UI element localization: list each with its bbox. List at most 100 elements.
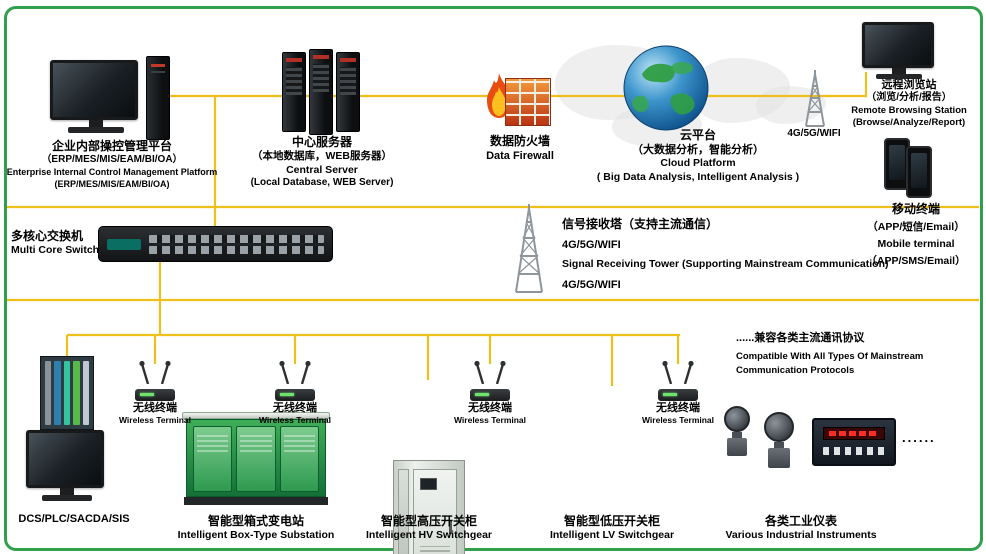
enterprise-label-en: Enterprise Internal Control Management P… (6, 167, 218, 178)
compat-zh: ......兼容各类主流通讯协议 (736, 332, 865, 344)
server-tower-icon (336, 52, 360, 132)
firewall-label-zh: 数据防火墙 (489, 134, 550, 148)
wt-label-zh: 无线终端 (273, 402, 317, 414)
substation-label: 智能型箱式变电站 Intelligent Box-Type Substation (163, 514, 349, 543)
wireless-terminal-icon (273, 360, 317, 401)
central-server-label: 中心服务器 （本地数据库，WEB服务器） Central Server (Loc… (240, 135, 404, 190)
firewall-label-en: Data Firewall (486, 150, 554, 163)
hv-label-en: Intelligent HV Switchgear (365, 529, 493, 542)
central-server-icon (282, 49, 360, 135)
wt-label-zh: 无线终端 (133, 402, 177, 414)
wireless-terminal-icon (468, 360, 512, 401)
mobile-terminal-label: 移动终端 （APP/短信/Email） Mobile terminal （APP… (846, 200, 986, 270)
remote-label-zh: 远程浏览站 (881, 79, 937, 91)
switch-ports (149, 234, 324, 254)
core-switch-icon (98, 226, 333, 262)
server-label-zh-paren: （本地数据库，WEB服务器） (252, 150, 392, 163)
tower-label-en: Signal Receiving Tower (Supporting Mains… (562, 258, 889, 271)
remote-monitor-icon (862, 22, 936, 79)
cloud-label-zh-paren: （大数据分析，智能分析） (632, 144, 764, 157)
wireless-terminal-label: 无线终端 Wireless Terminal (107, 401, 203, 426)
hv-switchgear-label: 智能型高压开关柜 Intelligent HV Switchgear (347, 514, 511, 543)
tower-label-4g-1: 4G/5G/WIFI (562, 239, 621, 252)
antenna-tower-icon (797, 70, 833, 133)
panel-meter-icon (812, 418, 896, 466)
wireless-terminal-label: 无线终端 Wireless Terminal (247, 401, 343, 426)
wireless-terminal-icon (656, 360, 700, 401)
enterprise-monitor-icon (50, 60, 142, 133)
wt-label-en: Wireless Terminal (641, 415, 715, 426)
wireless-terminal-icon (133, 360, 177, 401)
core-switch-label: 多核心交换机 Multi Core Switch (11, 229, 121, 258)
server-label-en: Central Server (286, 163, 358, 176)
wt-label-en: Wireless Terminal (453, 415, 527, 426)
meter-led-display (823, 427, 885, 440)
cloud-label-zh: 云平台 (679, 128, 716, 142)
enterprise-label-en-paren: (ERP/MES/MIS/EAM/BI/OA) (54, 178, 170, 189)
diagram-border (4, 6, 983, 551)
firewall-icon (484, 70, 554, 130)
wt-label-zh: 无线终端 (468, 402, 512, 414)
signal-tower-icon (506, 204, 552, 299)
box-substation-icon (182, 412, 330, 505)
substation-label-zh: 智能型箱式变电站 (207, 514, 304, 528)
mobile-label-zh: 移动终端 (891, 202, 940, 216)
cloud-label-en: Cloud Platform (660, 157, 736, 170)
switch-label-zh: 多核心交换机 (11, 229, 84, 243)
switch-brand-badge (107, 238, 141, 250)
wt-label-en: Wireless Terminal (118, 415, 192, 426)
enterprise-pc-tower-icon (146, 56, 170, 140)
remote-station-label: 远程浏览站 （浏览/分析/报告） Remote Browsing Station… (834, 78, 984, 129)
meter-keys (823, 447, 885, 455)
signal-tower-label: 信号接收塔（支持主流通信） 4G/5G/WIFI Signal Receivin… (562, 217, 972, 292)
lv-label-zh: 智能型低压开关柜 (563, 514, 660, 528)
mobile-phone-icon (906, 146, 932, 198)
remote-label-en-paren: (Browse/Analyze/Report) (852, 117, 966, 129)
cloud-platform-label: 云平台 （大数据分析，智能分析） Cloud Platform ( Big Da… (548, 128, 848, 184)
lv-label-en: Intelligent LV Switchgear (549, 529, 675, 542)
transmitter-icon (724, 406, 750, 456)
cloud-label-en-paren: ( Big Data Analysis, Intelligent Analysi… (596, 170, 800, 183)
wt-antenna-icon (474, 360, 506, 385)
remote-label-zh-paren: （浏览/分析/报告） (866, 92, 952, 104)
wt-antenna-icon (279, 360, 311, 385)
enterprise-label-zh-paren: （ERP/MES/MIS/EAM/BI/OA） (41, 154, 183, 166)
instruments-label-en: Various Industrial Instruments (725, 529, 877, 542)
tower-label-4g-2: 4G/5G/WIFI (562, 278, 621, 291)
hv-switchgear-icon (393, 460, 465, 554)
mobile-phone-icon (884, 138, 910, 190)
dcs-monitor-icon (26, 430, 108, 501)
dcs-label: DCS/PLC/SACDA/SIS (18, 513, 130, 525)
wt-antenna-icon (662, 360, 694, 385)
wireless-terminal-label: 无线终端 Wireless Terminal (442, 401, 538, 426)
brick-wall-icon (505, 78, 551, 126)
server-tower-icon (309, 49, 333, 135)
tower-label-zh: 信号接收塔（支持主流通信） (562, 217, 719, 231)
firewall-label: 数据防火墙 Data Firewall (472, 134, 568, 163)
hv-label-zh: 智能型高压开关柜 (380, 514, 477, 528)
substation-label-en: Intelligent Box-Type Substation (177, 529, 335, 542)
instruments-label-zh: 各类工业仪表 (764, 514, 837, 528)
compat-en-1: Compatible With All Types Of Mainstream (736, 351, 924, 363)
cloud-globe-icon (622, 44, 710, 137)
server-label-en-paren: (Local Database, WEB Server) (250, 177, 394, 189)
enterprise-platform-label: 企业内部操控管理平台 （ERP/MES/MIS/EAM/BI/OA） Enter… (0, 139, 224, 190)
wireless-terminal-label: 无线终端 Wireless Terminal (630, 401, 726, 426)
compat-en-2: Communication Protocols (736, 365, 855, 377)
server-tower-icon (282, 52, 306, 132)
compatibility-note: ......兼容各类主流通讯协议 Compatible With All Typ… (736, 331, 986, 377)
enterprise-label-zh: 企业内部操控管理平台 (51, 139, 172, 153)
mobile-label-zh-paren: （APP/短信/Email） (867, 221, 965, 234)
remote-label-en: Remote Browsing Station (851, 104, 967, 116)
mobile-label-en: Mobile terminal (877, 237, 955, 250)
wt-label-zh: 无线终端 (656, 402, 700, 414)
antenna-4g-label: 4G/5G/WIFI (787, 128, 841, 139)
lv-switchgear-label: 智能型低压开关柜 Intelligent LV Switchgear (528, 514, 696, 543)
mobile-label-en-paren: （APP/SMS/Email） (866, 254, 966, 267)
ellipsis-more-devices: ...... (902, 430, 936, 445)
instruments-label: 各类工业仪表 Various Industrial Instruments (715, 514, 887, 543)
transmitter-icon (764, 412, 794, 468)
wt-antenna-icon (139, 360, 171, 385)
